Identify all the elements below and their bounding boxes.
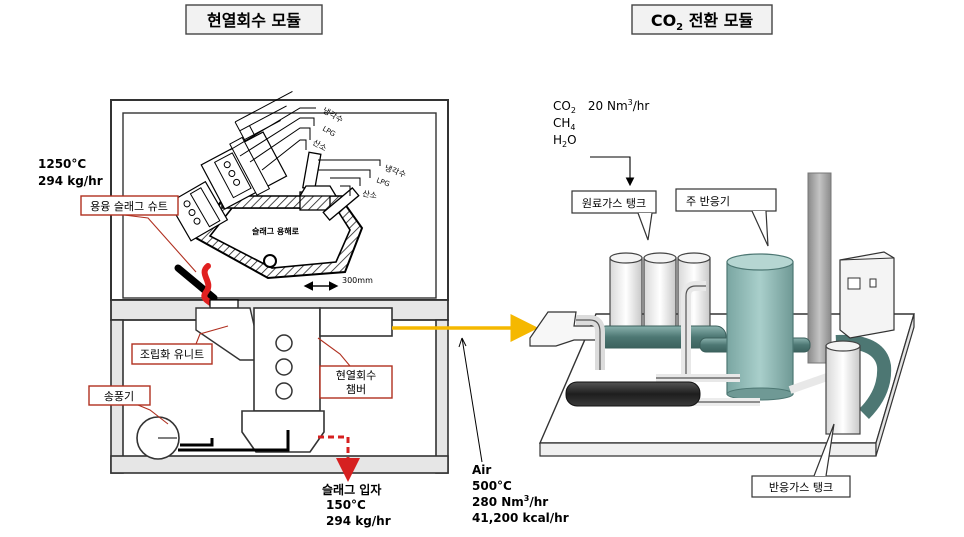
raw-gas-tanks: [609, 252, 711, 339]
burner-feed-lines-upper: [229, 107, 316, 171]
callout-blower: 송풍기: [88, 385, 169, 425]
callout-reaction-gas-tank-text: 반응가스 탱크: [769, 481, 833, 494]
heat-recovery-chamber: [241, 307, 393, 453]
callout-heat-chamber: 현열회수 챔버: [317, 337, 393, 399]
inlet-temperature: 1250°C: [38, 157, 86, 171]
dimension-300mm: 300mm: [303, 276, 373, 291]
control-panel: [839, 251, 895, 339]
callout-raw-gas-tank: 원료가스 탱크: [571, 190, 657, 241]
label-oxygen-b: 산소: [362, 188, 378, 200]
feed-h2o: H2O: [553, 133, 577, 149]
burner-assembly-right: [298, 151, 381, 221]
blower-air-line: [178, 430, 290, 452]
inlet-flow: 294 kg/hr: [38, 174, 103, 188]
air-output-flow: 280 Nm3/hr: [472, 494, 548, 509]
callout-blower-text: 송풍기: [104, 390, 134, 403]
slag-output-title: 슬래그 입자: [322, 482, 381, 497]
callout-main-reactor: 주 반응기: [675, 188, 777, 247]
blower-fan: [136, 416, 214, 460]
callout-raw-gas-tank-text: 원료가스 탱크: [582, 197, 646, 210]
callout-slag-chute-text: 용융 슬래그 슈트: [90, 200, 168, 213]
feed-ch4: CH4: [553, 116, 576, 132]
melting-furnace-label: 슬래그 용해로: [252, 226, 300, 236]
feed-gas-arrow: [590, 156, 635, 187]
air-output-heat: 41,200 kcal/hr: [472, 511, 569, 525]
slag-output-temp: 150°C: [326, 498, 366, 512]
callout-reaction-gas-tank: 반응가스 탱크: [751, 423, 851, 498]
dimension-300mm-text: 300mm: [342, 276, 373, 285]
main-reactor: [726, 253, 794, 401]
co2-conversion-title-text: CO2 전환 모듈: [651, 11, 754, 33]
chimney: [807, 172, 832, 364]
slag-output-flow: 294 kg/hr: [326, 514, 391, 528]
air-leader-line: [461, 337, 483, 463]
slag-output-arrow: [318, 435, 360, 482]
callout-slag-chute: 용융 슬래그 슈트: [80, 195, 197, 273]
callout-assembly-unit: 조립화 유니트: [131, 325, 229, 365]
air-output-title: Air: [472, 463, 491, 477]
air-output-temp: 500°C: [472, 479, 512, 493]
callout-heat-chamber-line2: 챔버: [346, 383, 366, 396]
co2-conversion-module-title: CO2 전환 모듈: [631, 4, 773, 35]
callout-heat-chamber-line1: 현열회수: [336, 369, 376, 382]
reaction-gas-tank: [825, 340, 861, 435]
callout-assembly-unit-text: 조립화 유니트: [140, 348, 204, 361]
callout-main-reactor-text: 주 반응기: [686, 195, 730, 208]
burner-assembly-outer: [168, 180, 229, 242]
heat-recovery-module-title: 현열회수 모듈: [185, 4, 323, 35]
heat-recovery-title-text: 현열회수 모듈: [207, 11, 301, 30]
assembly-unit: [195, 299, 263, 361]
dark-pipe: [565, 381, 701, 407]
